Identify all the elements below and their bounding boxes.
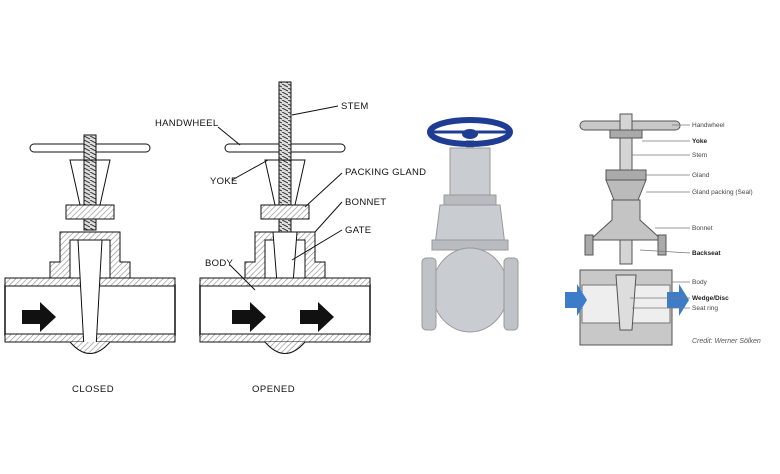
label-body: BODY bbox=[205, 258, 233, 269]
label-stem: STEM bbox=[341, 101, 369, 112]
rlabel-handwheel: Handwheel bbox=[692, 122, 725, 129]
rlabel-seat-ring: Seat ring bbox=[692, 305, 718, 312]
label-packing-gland: PACKING GLAND bbox=[345, 167, 426, 178]
rlabel-stem: Stem bbox=[692, 152, 707, 159]
label-yoke: YOKE bbox=[210, 176, 238, 187]
rlabel-yoke: Yoke bbox=[692, 138, 707, 145]
rlabel-body: Body bbox=[692, 279, 708, 286]
label-gate: GATE bbox=[345, 225, 371, 236]
label-bonnet: BONNET bbox=[345, 197, 386, 208]
rlabel-wedge-disc: Wedge/Disc bbox=[692, 295, 729, 302]
rlabel-gland-packing: Gland packing (Seal) bbox=[692, 189, 753, 196]
opened-caption: OPENED bbox=[252, 384, 295, 395]
label-handwheel: HANDWHEEL bbox=[155, 118, 218, 129]
closed-caption: CLOSED bbox=[72, 384, 114, 395]
rlabel-backseat: Backseat bbox=[692, 250, 721, 257]
credit-text: Credit: Werner Sölken bbox=[692, 338, 761, 345]
closed-valve-drawing bbox=[4, 134, 176, 354]
opened-valve-drawing bbox=[199, 81, 371, 354]
rlabel-gland: Gland bbox=[692, 172, 710, 179]
rlabel-bonnet: Bonnet bbox=[692, 225, 713, 232]
valve-cross-section bbox=[565, 113, 691, 346]
valve-photo bbox=[421, 117, 519, 333]
flow-arrow-in bbox=[565, 284, 587, 316]
